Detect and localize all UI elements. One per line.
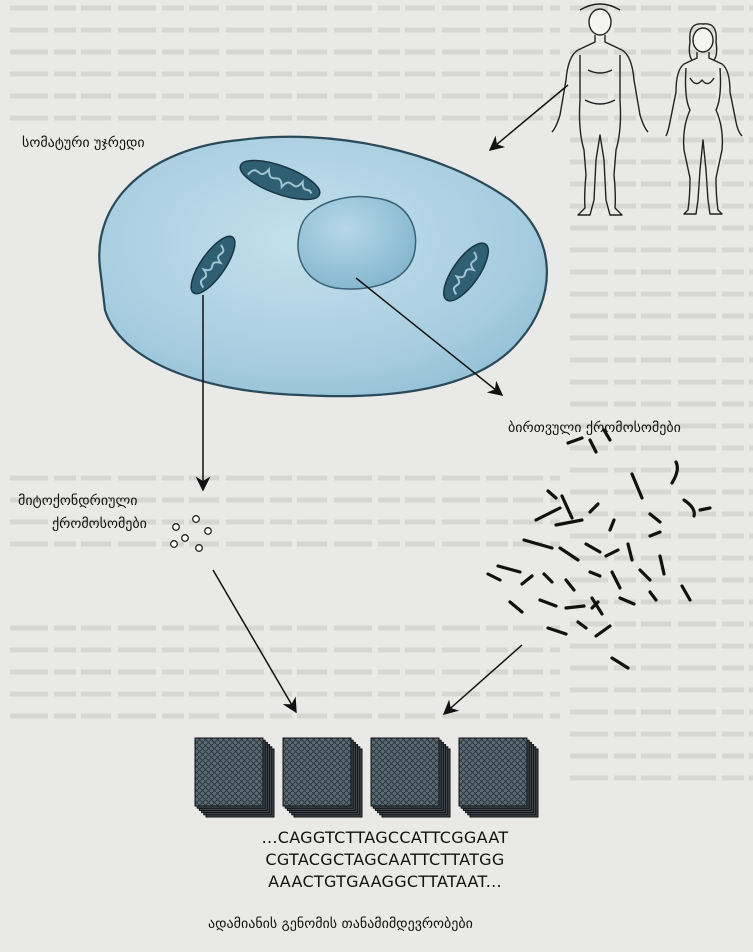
chromosome [650,514,660,522]
sequence-sheet-front [195,738,263,806]
chromosome [606,550,618,556]
chromosome [488,574,500,580]
sequence-sheet-front [459,738,527,806]
dna-line-1: ...CAGGTCTTAGCCATTCGGAAT [215,827,555,849]
chromosome [682,586,690,600]
chromosome [610,520,614,530]
dna-sequence: ...CAGGTCTTAGCCATTCGGAAT CGTACGCTAGCAATT… [215,827,555,893]
label-somatic-cell: სომატური უჯრედი [22,134,145,152]
chromosome [586,544,600,552]
chromosome [562,496,572,518]
chromosome [548,628,566,634]
sequence-stack [283,738,362,817]
arrow-human-to-cell [490,85,568,150]
dna-line-2: CGTACGCTAGCAATTCTTATGG [215,849,555,871]
arrow-chromosomes-to-sequences [444,645,522,714]
chromosome [566,606,584,608]
chromosome [650,592,656,600]
chromosome [632,474,642,498]
sequence-stack [371,738,450,817]
chromosome [590,572,600,576]
chromosome [620,598,634,604]
label-mito-chromosomes-1: მიტოქონდრიული [18,492,138,510]
female-figure-icon [666,24,742,214]
male-figure-icon [552,4,648,215]
sequence-sheet-front [371,738,439,806]
chromosome [510,602,522,612]
chromosome [544,574,552,582]
chromosome [568,438,582,443]
chromosome [548,491,556,498]
nucleus [298,197,416,289]
chromosome [498,566,520,572]
chromosome [684,500,694,516]
chromosome [536,508,560,520]
chromosome [590,440,596,452]
chromosome [596,626,610,636]
chromosome [522,576,532,584]
chromosome-spread [488,430,710,668]
mtdna-circles [171,516,212,552]
chromosome [560,548,578,560]
label-genome-sequences: ადამიანის გენომის თანამიმდევრობები [208,915,473,933]
sequence-stacks [195,738,538,817]
dna-line-3: AAACTGTGAAGGCTTATAAT... [215,871,555,893]
chromosome [640,570,650,580]
arrow-mtdna-to-sequences [213,570,296,712]
sequence-stack [195,738,274,817]
chromosome [660,556,664,574]
chromosome [612,658,628,668]
label-nuclear-chromosomes: ბირთვული ქრომოსომები [508,419,681,437]
chromosome [672,462,677,483]
chromosome [650,532,660,536]
chromosome [540,600,556,606]
chromosome [578,622,586,628]
sequence-stack [459,738,538,817]
label-mito-chromosomes-2: ქრომოსომები [52,515,147,533]
sequence-sheet-front [283,738,351,806]
chromosome [628,544,632,560]
chromosome [556,520,582,525]
chromosome [566,580,574,590]
chromosome [524,540,552,548]
chromosome [700,508,710,510]
chromosome [612,572,620,588]
chromosome [590,504,598,512]
